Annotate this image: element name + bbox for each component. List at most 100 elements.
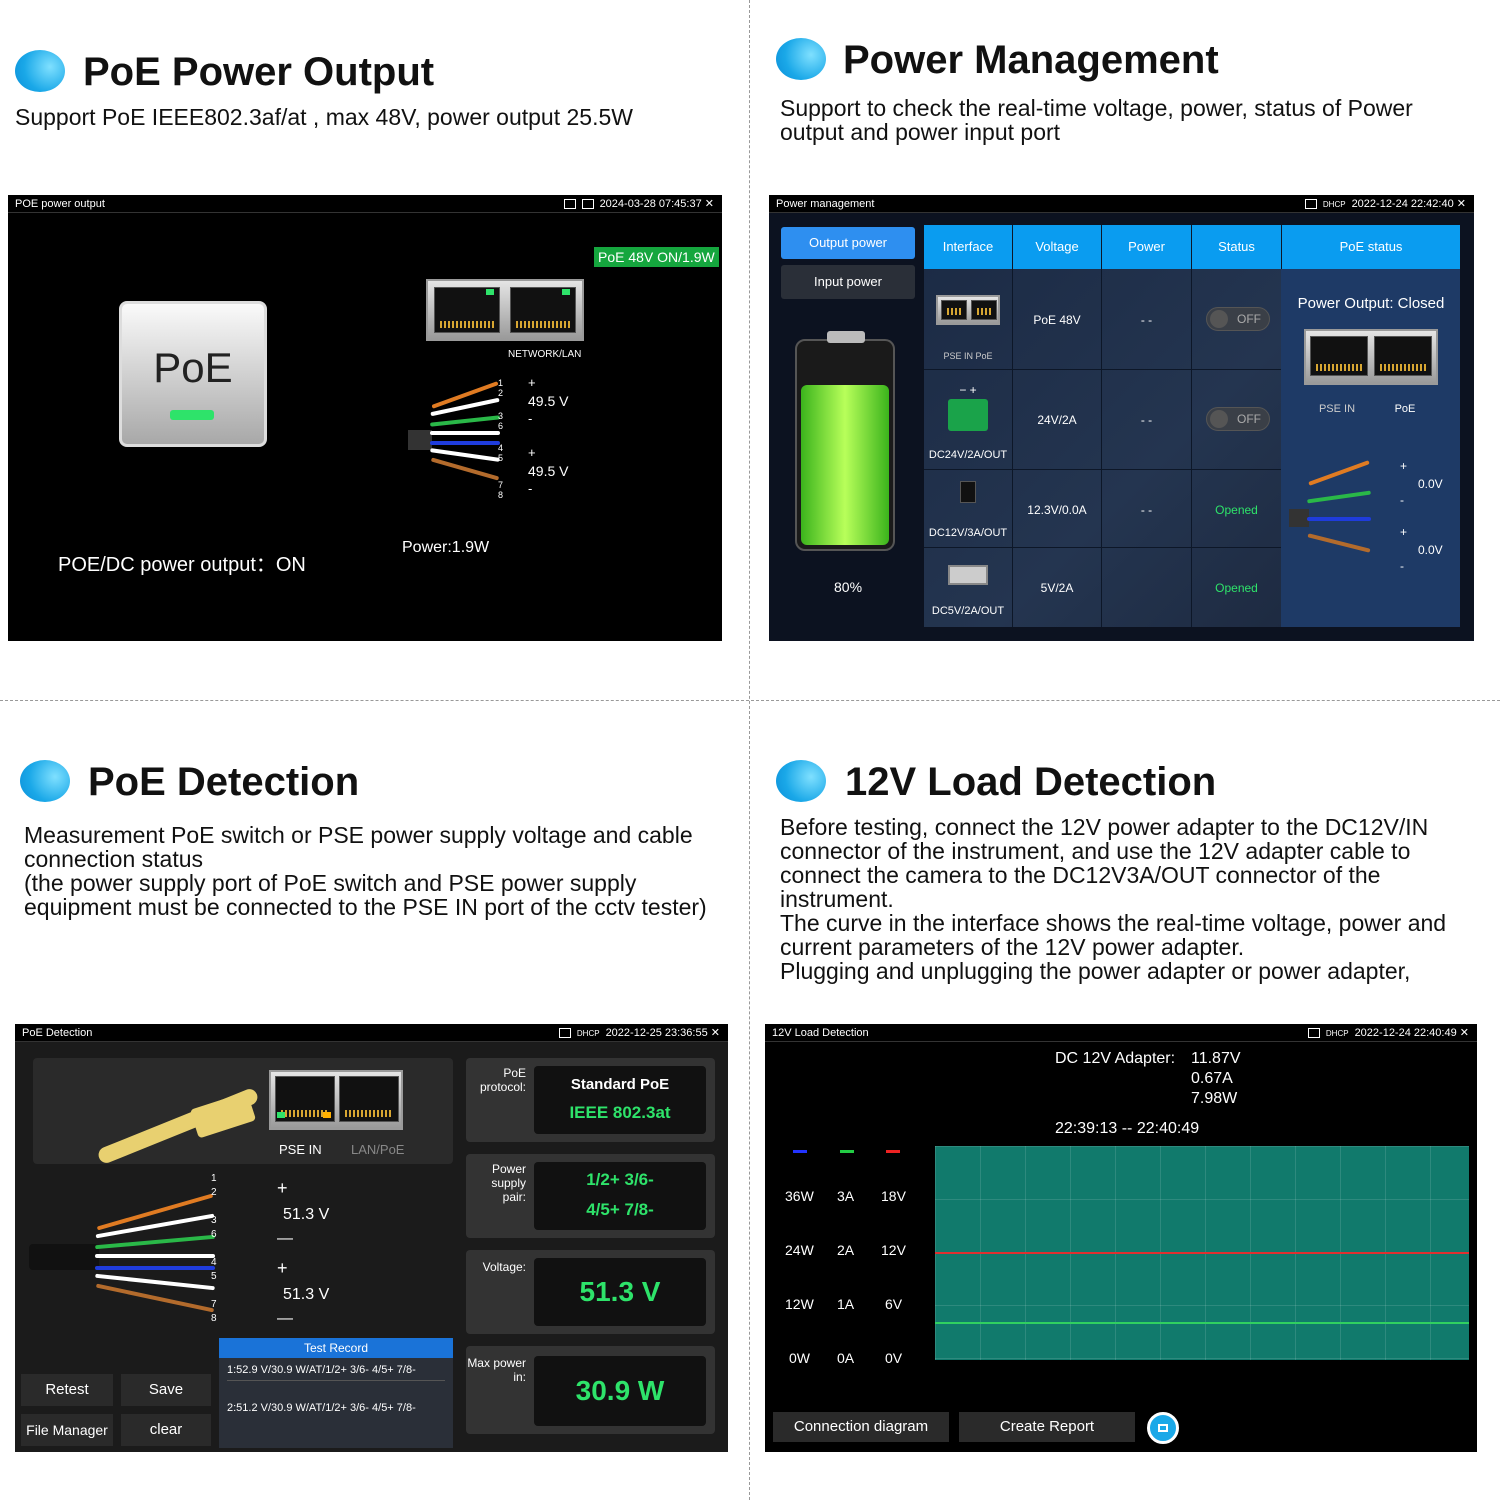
power-reading: Power:1.9W	[402, 539, 490, 556]
voltage-line	[935, 1252, 1469, 1254]
section-description: Before testing, connect the 12V power ad…	[780, 814, 1447, 984]
header-voltage: Voltage	[1035, 239, 1079, 254]
close-icon[interactable]: ✕	[710, 1027, 720, 1039]
poe-label: PoE	[1394, 403, 1416, 415]
screen-title: POE power output	[15, 198, 105, 210]
pse-in-label: PSE IN	[279, 1142, 322, 1157]
clock: 2024-03-28 07:45:37	[599, 198, 702, 210]
output-table: Interface Voltage Power Status PoE statu…	[924, 225, 1460, 627]
clock: 2022-12-24 22:42:40	[1351, 198, 1454, 210]
table-header	[924, 225, 1460, 269]
row-power: - -	[1140, 413, 1153, 427]
axis-label: 0W	[789, 1350, 810, 1366]
tab-output-power[interactable]: Output power	[781, 227, 915, 259]
row-interface: PSE IN PoE	[943, 351, 993, 361]
header-status: Status	[1218, 239, 1255, 254]
header-interface: Interface	[942, 239, 994, 254]
status-toggle[interactable]: OFF	[1206, 307, 1270, 331]
create-report-button[interactable]: Create Report	[959, 1412, 1135, 1442]
test-record-panel: Test Record 1:52.9 V/30.9 W/AT/1/2+ 3/6-…	[219, 1338, 453, 1448]
minus-sign: -	[1400, 493, 1404, 507]
voltage-pair-2: 49.5 V	[528, 463, 569, 479]
battery-icon	[1307, 1028, 1320, 1039]
axis-label: 12W	[785, 1296, 814, 1312]
section-description: Measurement PoE switch or PSE power supp…	[24, 822, 707, 920]
plus-sign: +	[277, 1178, 288, 1198]
ethernet-cable-icon	[1289, 460, 1379, 571]
clock: 2022-12-25 23:36:55	[605, 1027, 708, 1039]
max-power-value: 30.9 W	[534, 1356, 706, 1426]
plus-sign: +	[528, 445, 536, 460]
retest-button[interactable]: Retest	[21, 1374, 113, 1406]
voltage-pair-2: 51.3 V	[283, 1286, 330, 1303]
plus-sign: +	[528, 375, 536, 390]
battery-percent: 80%	[834, 579, 863, 595]
section-title: PoE Power Output	[83, 50, 435, 94]
row-power: - -	[1140, 503, 1153, 517]
poe-toggle-button[interactable]: PoE	[119, 301, 267, 447]
axis-label: 0V	[885, 1350, 903, 1366]
network-icon	[563, 199, 576, 210]
minus-sign: —	[277, 1310, 293, 1327]
clear-button[interactable]: clear	[121, 1414, 211, 1446]
rj45-port-icon	[426, 279, 584, 341]
row-interface: DC5V/2A/OUT	[931, 605, 1005, 617]
protocol-value: Standard PoE IEEE 802.3at	[534, 1066, 706, 1134]
battery-icon	[581, 199, 594, 210]
axis-label: 18V	[881, 1188, 906, 1204]
battery-icon-large	[795, 331, 895, 551]
legend-voltage	[886, 1150, 900, 1153]
poe-voltage-1: 0.0V	[1418, 477, 1443, 491]
load-chart	[935, 1146, 1469, 1360]
close-icon[interactable]: ✕	[1456, 198, 1466, 210]
row-status: Opened	[1215, 581, 1258, 595]
rj45-port-icon	[269, 1070, 403, 1130]
connection-diagram-button[interactable]: Connection diagram	[773, 1412, 949, 1442]
axis-label: 12V	[881, 1242, 906, 1258]
bullet-dot	[776, 38, 826, 80]
section-title: 12V Load Detection	[845, 760, 1217, 804]
home-icon[interactable]	[1147, 1412, 1179, 1444]
voltage-panel: Voltage: 51.3 V	[466, 1250, 715, 1334]
time-range: 22:39:13 -- 22:40:49	[1055, 1120, 1200, 1137]
test-record-item[interactable]: 2:51.2 V/30.9 W/AT/1/2+ 3/6- 4/5+ 7/8-	[227, 1402, 416, 1414]
plus-sign: +	[1400, 525, 1408, 539]
axis-label: 24W	[785, 1242, 814, 1258]
file-manager-button[interactable]: File Manager	[21, 1414, 113, 1446]
minus-sign: -	[528, 481, 533, 496]
protocol-panel: PoE protocol: Standard PoE IEEE 802.3at	[466, 1058, 715, 1142]
plus-sign: +	[1400, 459, 1408, 473]
battery-icon	[1304, 199, 1317, 210]
bullet-dot	[776, 760, 826, 802]
pse-in-label: PSE IN	[1318, 403, 1356, 415]
vertical-divider	[749, 0, 750, 1500]
axis-label: 36W	[785, 1188, 814, 1204]
section-description: Support to check the real-time voltage, …	[780, 95, 1413, 145]
save-button[interactable]: Save	[121, 1374, 211, 1406]
header-poe-status: PoE status	[1339, 239, 1403, 254]
voltage-pair-1: 49.5 V	[528, 393, 569, 409]
header-power: Power	[1128, 239, 1165, 254]
axis-label: 3A	[837, 1188, 855, 1204]
usb-port-icon	[948, 565, 988, 585]
clock: 2022-12-24 22:40:49	[1354, 1027, 1457, 1039]
close-icon[interactable]: ✕	[704, 198, 714, 210]
status-toggle[interactable]: OFF	[1206, 407, 1270, 431]
dhcp-icon: DHCP	[1325, 1029, 1349, 1038]
rj45-port-icon	[1304, 329, 1438, 385]
poe-status-text: Power Output: Closed	[1297, 295, 1445, 312]
test-record-item[interactable]: 1:52.9 V/30.9 W/AT/1/2+ 3/6- 4/5+ 7/8-	[227, 1364, 445, 1381]
close-icon[interactable]: ✕	[1459, 1027, 1469, 1039]
protocol-label: PoE protocol:	[479, 1066, 526, 1094]
port-label: NETWORK/LAN	[508, 349, 582, 360]
tab-input-power[interactable]: Input power	[781, 265, 915, 299]
ethernet-cable-icon	[408, 375, 508, 505]
axis-label: 2A	[837, 1242, 855, 1258]
